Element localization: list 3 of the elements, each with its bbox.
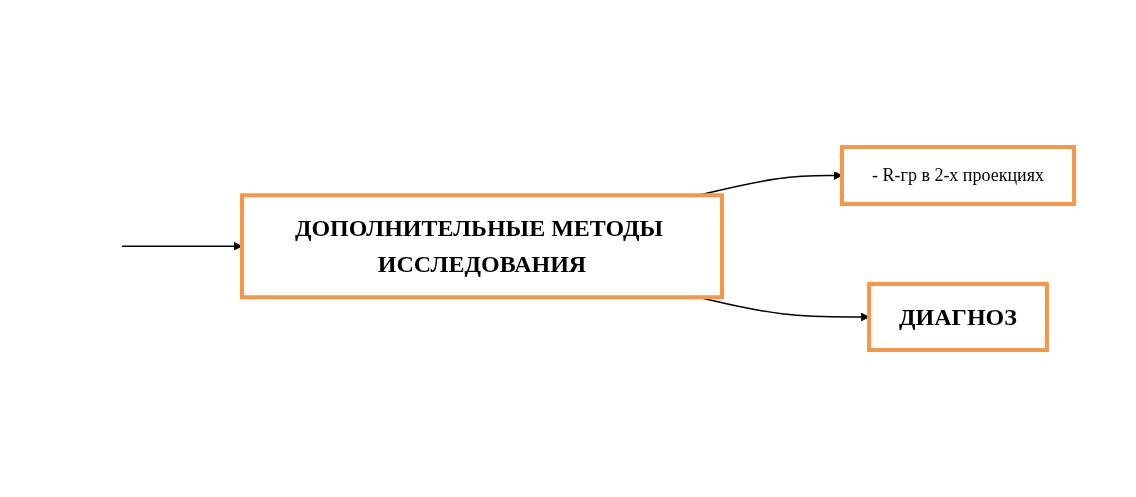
node-box: ДОПОЛНИТЕЛЬНЫЕ МЕТОДЫ ИССЛЕДОВАНИЯ xyxy=(240,193,724,300)
node-box: ДИАГНОЗ xyxy=(867,282,1049,352)
node-box: - R-гр в 2-х проекциях xyxy=(840,145,1076,206)
